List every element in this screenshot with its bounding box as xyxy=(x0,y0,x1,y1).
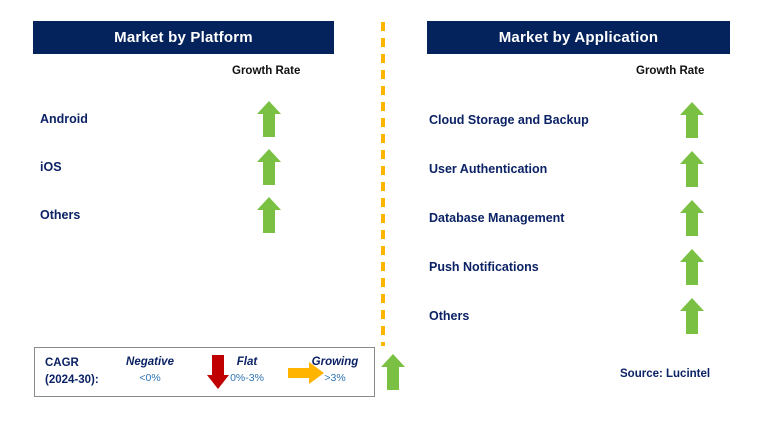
legend-item-value: <0% xyxy=(139,372,161,384)
legend-cagr-box: CAGR (2024-30): Negative <0% Flat 0%-3% … xyxy=(34,347,405,397)
row-label: User Authentication xyxy=(429,161,548,176)
table-row: iOS xyxy=(0,143,382,191)
row-list-application: Cloud Storage and Backup User Authentica… xyxy=(382,95,764,340)
column-header-growth-rate-application: Growth Rate xyxy=(636,65,705,77)
legend-item-title: Growing xyxy=(311,356,359,368)
row-label: Cloud Storage and Backup xyxy=(429,112,589,127)
column-header-growth-rate-platform: Growth Rate xyxy=(232,65,301,77)
legend-item-title: Flat xyxy=(236,356,258,368)
table-row: Database Management xyxy=(382,193,764,242)
row-label: iOS xyxy=(40,160,62,174)
row-list-platform: Android iOS Others xyxy=(0,95,382,239)
arrow-up-green-icon xyxy=(256,100,282,138)
arrow-up-green-icon xyxy=(679,248,705,286)
arrow-up-green-icon xyxy=(256,196,282,234)
legend-item-value: >3% xyxy=(324,372,346,384)
legend-cagr-label: CAGR (2024-30): xyxy=(45,355,99,389)
legend-cagr-line2: (2024-30): xyxy=(45,374,99,386)
panel-title-platform: Market by Platform xyxy=(33,21,334,54)
panel-market-by-application: Market by Application Growth Rate Cloud … xyxy=(382,0,764,422)
table-row: Push Notifications xyxy=(382,242,764,291)
legend-item-negative: Negative <0% xyxy=(107,354,193,387)
row-label: Others xyxy=(40,208,81,222)
table-row: User Authentication xyxy=(382,144,764,193)
vertical-dashed-divider xyxy=(381,22,385,346)
panel-market-by-platform: Market by Platform Growth Rate Android i… xyxy=(0,21,382,239)
source-attribution: Source: Lucintel xyxy=(620,368,711,380)
table-row: Others xyxy=(382,291,764,340)
arrow-up-green-icon xyxy=(679,101,705,139)
arrow-up-green-icon xyxy=(679,297,705,335)
legend-item-growing: Growing >3% xyxy=(293,354,377,387)
arrow-up-green-icon xyxy=(380,353,406,391)
legend-item-title: Negative xyxy=(126,356,174,368)
arrow-right-orange-icon xyxy=(287,361,325,385)
arrow-down-red-icon xyxy=(206,354,230,390)
table-row: Others xyxy=(0,191,382,239)
legend-cagr-line1: CAGR xyxy=(45,357,79,369)
table-row: Cloud Storage and Backup xyxy=(382,95,764,144)
row-label: Others xyxy=(429,308,470,323)
row-label: Database Management xyxy=(429,210,565,225)
legend-item-value: 0%-3% xyxy=(230,372,264,384)
arrow-up-green-icon xyxy=(679,150,705,188)
table-row: Android xyxy=(0,95,382,143)
arrow-up-green-icon xyxy=(679,199,705,237)
legend-item-flat: Flat 0%-3% xyxy=(207,354,287,387)
panel-title-application: Market by Application xyxy=(427,21,730,54)
row-label: Android xyxy=(40,112,88,126)
arrow-up-green-icon xyxy=(256,148,282,186)
row-label: Push Notifications xyxy=(429,259,539,274)
